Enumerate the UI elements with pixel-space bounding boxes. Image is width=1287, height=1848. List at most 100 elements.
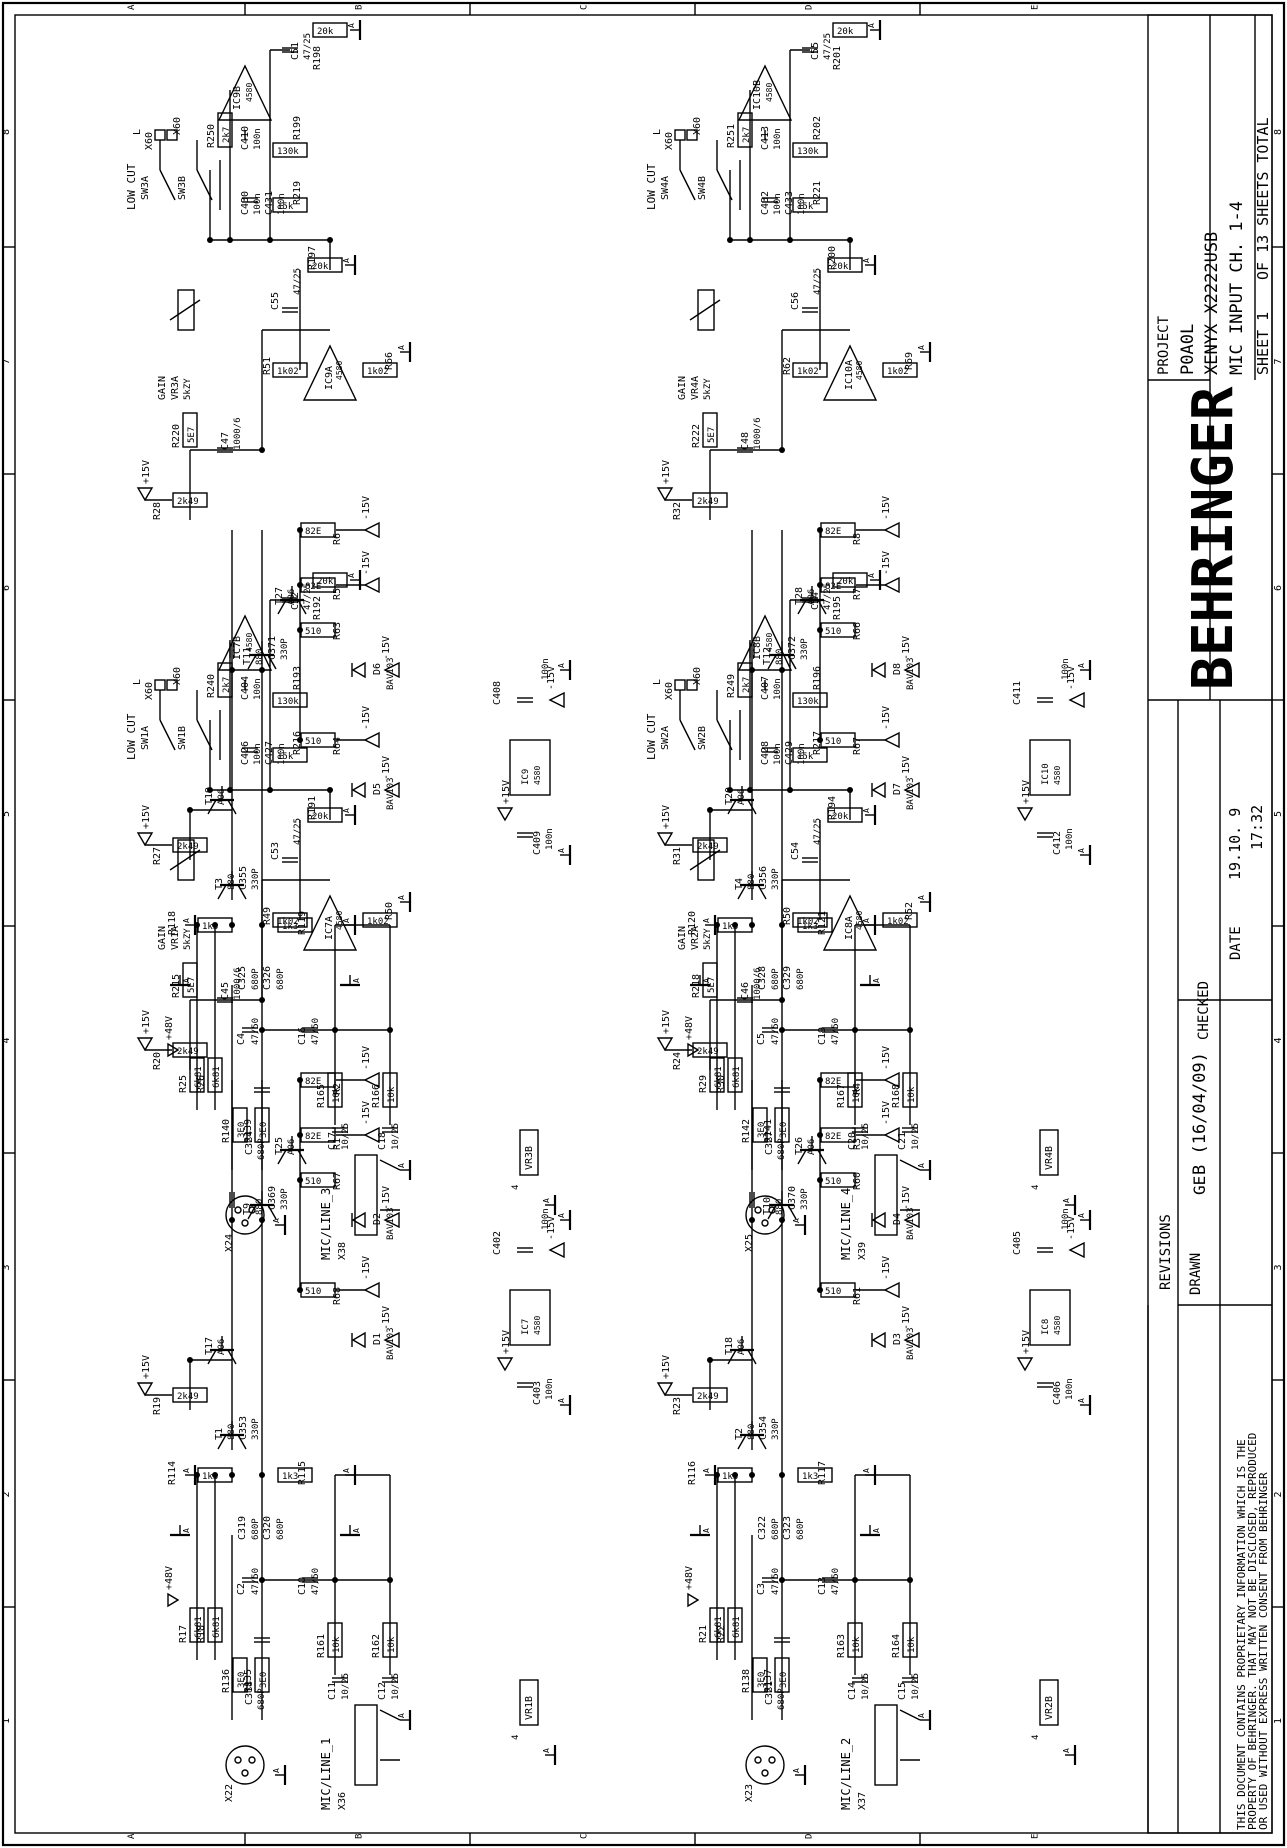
negative-rail: -15V	[881, 1256, 900, 1299]
resistor-value: 2k49	[697, 842, 719, 852]
border-row-label: 6	[1, 585, 12, 591]
opamp-body	[737, 64, 793, 121]
junction-dot	[847, 787, 853, 793]
protection-diode	[871, 1331, 886, 1349]
transistor-collector	[767, 1204, 777, 1220]
rail-label: -15V	[361, 1256, 372, 1280]
rail-label: +15V	[141, 1355, 152, 1379]
ground-label: A	[182, 978, 191, 983]
junction-dot	[817, 527, 823, 533]
positive-rail: +15V	[496, 1330, 514, 1372]
capacitor-ref: C48	[740, 432, 751, 450]
resistor-ref: R219	[292, 181, 303, 205]
ground-symbol: A	[557, 845, 572, 865]
resistor-value: 1k02	[797, 917, 819, 927]
brand-logo: BEHRINGER	[1181, 386, 1246, 690]
xlr-pin	[754, 1756, 762, 1764]
junction-dot	[207, 237, 213, 243]
lowcut-capacitor	[242, 197, 258, 203]
capacitor-ref: C19	[817, 1027, 828, 1045]
border-col-label: C	[580, 5, 590, 10]
junction-dot	[787, 787, 793, 793]
opamp-ref: IC7B	[232, 636, 243, 660]
line-capacitor	[332, 1677, 348, 1683]
transistor-collector	[217, 884, 227, 900]
xlr-connector[interactable]	[225, 1745, 265, 1785]
rail-arrow	[363, 1281, 380, 1299]
resistor-body	[797, 917, 833, 933]
jack-connector[interactable]	[874, 1154, 898, 1236]
gain-capacitor	[217, 997, 233, 1003]
diode-body	[351, 661, 366, 679]
transistor-value: A06	[807, 589, 817, 605]
xlr-connector[interactable]	[745, 1195, 785, 1235]
phantom-arrow	[687, 1042, 700, 1058]
resistor-ref: R135	[243, 1669, 254, 1693]
jack-connector[interactable]	[874, 1704, 898, 1786]
gain-pot[interactable]	[697, 839, 715, 881]
capacitor-ref: C21	[897, 1132, 908, 1150]
gain-pot[interactable]	[697, 289, 715, 331]
resistor-ref: R217	[812, 731, 823, 755]
resistor-ref: R69	[904, 352, 915, 370]
gain-pot[interactable]	[177, 289, 195, 331]
transistor-emitter	[787, 654, 797, 670]
xlr-ref: X22	[224, 1784, 235, 1802]
resistor-ref: R137	[763, 1669, 774, 1693]
resistor-ref: R142	[741, 1119, 752, 1143]
decoupling-capacitor	[517, 697, 533, 703]
negative-rail: -15V	[361, 496, 380, 539]
xlr-connector[interactable]	[225, 1195, 265, 1235]
resistor-ref: R21	[698, 1625, 709, 1643]
connector-ref: X60	[664, 682, 675, 700]
diode-ref: D8	[892, 663, 903, 675]
capacitor-ref: C428	[760, 741, 771, 765]
negative-rail: -15V	[1066, 1216, 1085, 1259]
transistor-ref: T28	[794, 587, 805, 605]
negative-rail: -15V	[881, 496, 900, 539]
rail-arrow	[383, 781, 400, 799]
rail-arrow	[496, 807, 514, 822]
rail-label: -15V	[361, 551, 372, 575]
capacitor-value: 100n	[253, 678, 263, 700]
border-row-label: 4	[1, 1037, 12, 1043]
resistor-ref: R20	[152, 1052, 163, 1070]
transistor-emitter	[237, 884, 247, 900]
emitter-resistor: 510	[300, 732, 336, 748]
rail-arrow	[1068, 691, 1085, 709]
ground-symbol: A	[1062, 1745, 1077, 1765]
output-capacitor	[802, 307, 818, 313]
ground-symbol: A	[397, 342, 412, 362]
pin-number: 4	[1031, 1185, 1041, 1190]
resistor-ref: R114	[167, 1461, 178, 1485]
output-capacitor	[282, 857, 298, 863]
jack-connector[interactable]	[354, 1154, 378, 1236]
rail-label: +15V	[141, 1010, 152, 1034]
resistor-value: 5E7	[187, 427, 197, 443]
resistor-value: 510	[825, 627, 841, 637]
pot-label: GAIN	[157, 376, 168, 400]
rail-label: -15V	[881, 1046, 892, 1070]
gain-pot[interactable]	[177, 839, 195, 881]
junction-dot	[907, 1027, 913, 1033]
switch-ref: SW1B	[177, 726, 188, 750]
rail-arrow	[383, 1211, 400, 1229]
resistor-ref: R31	[672, 847, 683, 865]
rail-label: -15V	[901, 756, 912, 780]
jack-connector[interactable]	[354, 1704, 378, 1786]
resistor-value: 1k3	[802, 1472, 818, 1482]
rail-arrow	[363, 731, 380, 749]
xlr-connector[interactable]	[745, 1745, 785, 1785]
resistor-value: 510	[305, 1287, 321, 1297]
transistor-emitter	[757, 884, 767, 900]
negative-rail: -15V	[1066, 666, 1085, 709]
resistor-ref: R195	[832, 596, 843, 620]
switch-lever	[159, 169, 176, 201]
resistor-body	[272, 197, 308, 213]
opamp-value: 4580	[335, 361, 344, 380]
base-resistor: 1k3	[277, 917, 313, 933]
cascode-transistor	[207, 786, 237, 815]
